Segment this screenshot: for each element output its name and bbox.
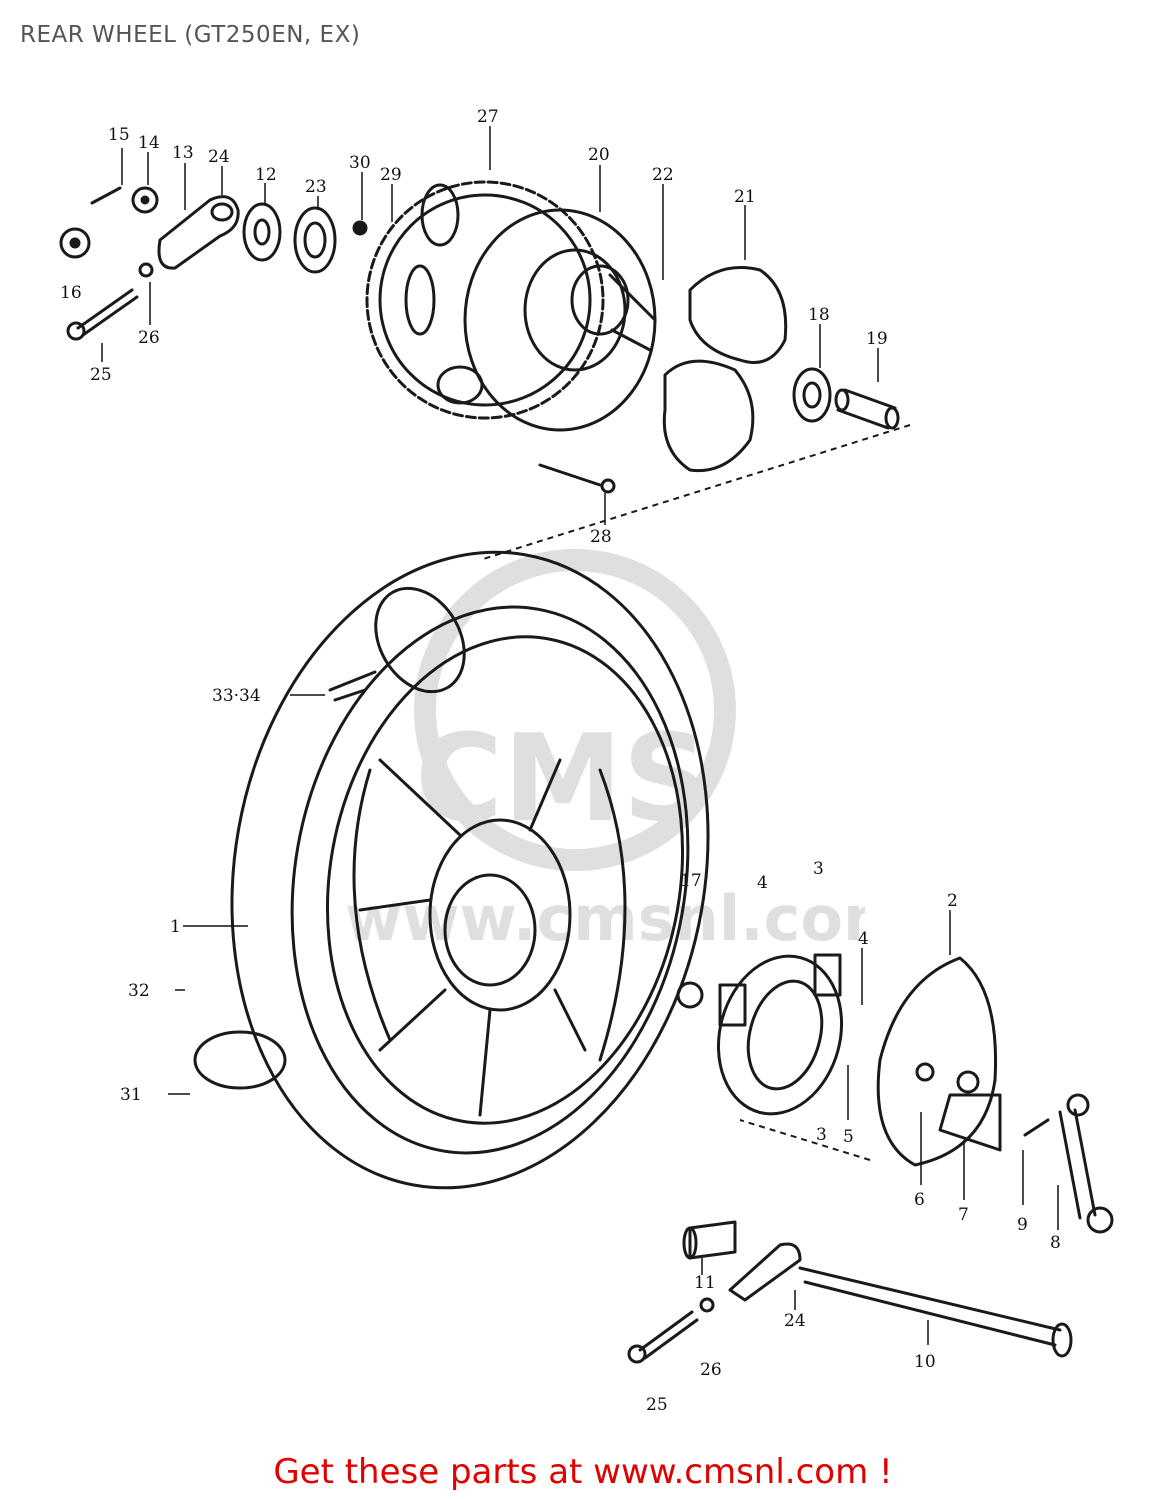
damper-21-drawing (662, 266, 788, 473)
part-label-7: 7 (958, 1205, 969, 1225)
axle-centerline-bottom (739, 1119, 871, 1161)
part-label-25: 25 (90, 365, 112, 385)
cmsnl-footer-link[interactable]: Get these parts at www.cmsnl.com ! (273, 1452, 893, 1492)
part-label-19: 19 (866, 329, 888, 349)
brake-shoes-3-drawing (716, 953, 844, 1116)
washer-12-drawing (242, 202, 282, 262)
rear-axle-10-drawing (798, 1266, 1073, 1358)
part-label-27: 27 (477, 107, 499, 127)
part-label-10: 10 (914, 1352, 936, 1372)
part-label-3b: 3 (816, 1125, 827, 1145)
part-label-21: 21 (734, 187, 756, 207)
chain-adjuster-24-drawing (157, 195, 240, 270)
part-label-29: 29 (380, 165, 402, 185)
bolt-15-drawing (90, 186, 122, 205)
spacer-11-drawing (682, 1220, 737, 1260)
part-label-17: 17 (680, 871, 702, 891)
part-label-32: 32 (128, 981, 150, 1001)
bolt-25b-drawing (627, 1297, 715, 1364)
part-label-5: 5 (843, 1127, 854, 1147)
wheel-hub-and-spokes-drawing (352, 758, 627, 1117)
nut-16-drawing (59, 227, 91, 259)
part-label-26b: 26 (700, 1360, 722, 1380)
part-label-33-34: 33·34 (212, 686, 261, 706)
spacer-19-drawing (834, 388, 900, 430)
part-label-6: 6 (914, 1190, 925, 1210)
part-label-24b: 24 (784, 1311, 806, 1331)
part-label-4b: 4 (858, 929, 869, 949)
part-label-24: 24 (208, 147, 230, 167)
part-label-13: 13 (172, 143, 194, 163)
nut-30-drawing (352, 220, 368, 236)
part-label-23: 23 (305, 177, 327, 197)
brake-panel-2-drawing (876, 956, 1002, 1167)
part-label-28: 28 (590, 527, 612, 547)
bolt-9-drawing (1023, 1118, 1050, 1137)
part-label-31: 31 (120, 1085, 142, 1105)
part-label-2: 2 (947, 891, 958, 911)
part-label-26: 26 (138, 328, 160, 348)
bolt-28-drawing (538, 463, 616, 494)
bolt-25-drawing (66, 262, 154, 341)
leader-lines (101, 126, 1059, 1345)
part-label-16: 16 (60, 283, 82, 303)
part-label-9: 9 (1017, 1215, 1028, 1235)
part-label-11: 11 (694, 1273, 716, 1293)
cmsnl-watermark-logo: CMS www.cmsnl.com (345, 549, 865, 955)
part-label-15: 15 (108, 125, 130, 145)
part-label-20: 20 (588, 145, 610, 165)
sprocket-hub-20-drawing (463, 208, 657, 432)
part-label-22: 22 (652, 165, 674, 185)
rear-wheel-tire-drawing (193, 550, 710, 1190)
valve-33-34-drawing (328, 670, 377, 702)
rear-sprocket-27-drawing (365, 180, 605, 420)
part-label-1: 1 (170, 917, 181, 937)
part-label-8: 8 (1050, 1233, 1061, 1253)
nut-14-drawing (131, 186, 159, 214)
part-label-4: 4 (757, 873, 768, 893)
page-title: REAR WHEEL (GT250EN, EX) (20, 22, 361, 48)
part-label-12: 12 (255, 165, 277, 185)
part-label-25b: 25 (646, 1395, 668, 1415)
part-17-drawing (676, 981, 704, 1009)
part-label-18: 18 (808, 305, 830, 325)
dust-seal-23-drawing (293, 206, 337, 274)
part-label-14: 14 (138, 133, 160, 153)
part-label-30: 30 (349, 153, 371, 173)
axle-centerline-top (479, 424, 911, 561)
part-label-3: 3 (813, 859, 824, 879)
bearing-18-drawing (792, 367, 832, 423)
brake-cam-lever-8-drawing (1058, 1093, 1114, 1234)
watermark-logo-text: CMS (415, 710, 709, 849)
chain-adjuster-24b-drawing (728, 1242, 802, 1302)
